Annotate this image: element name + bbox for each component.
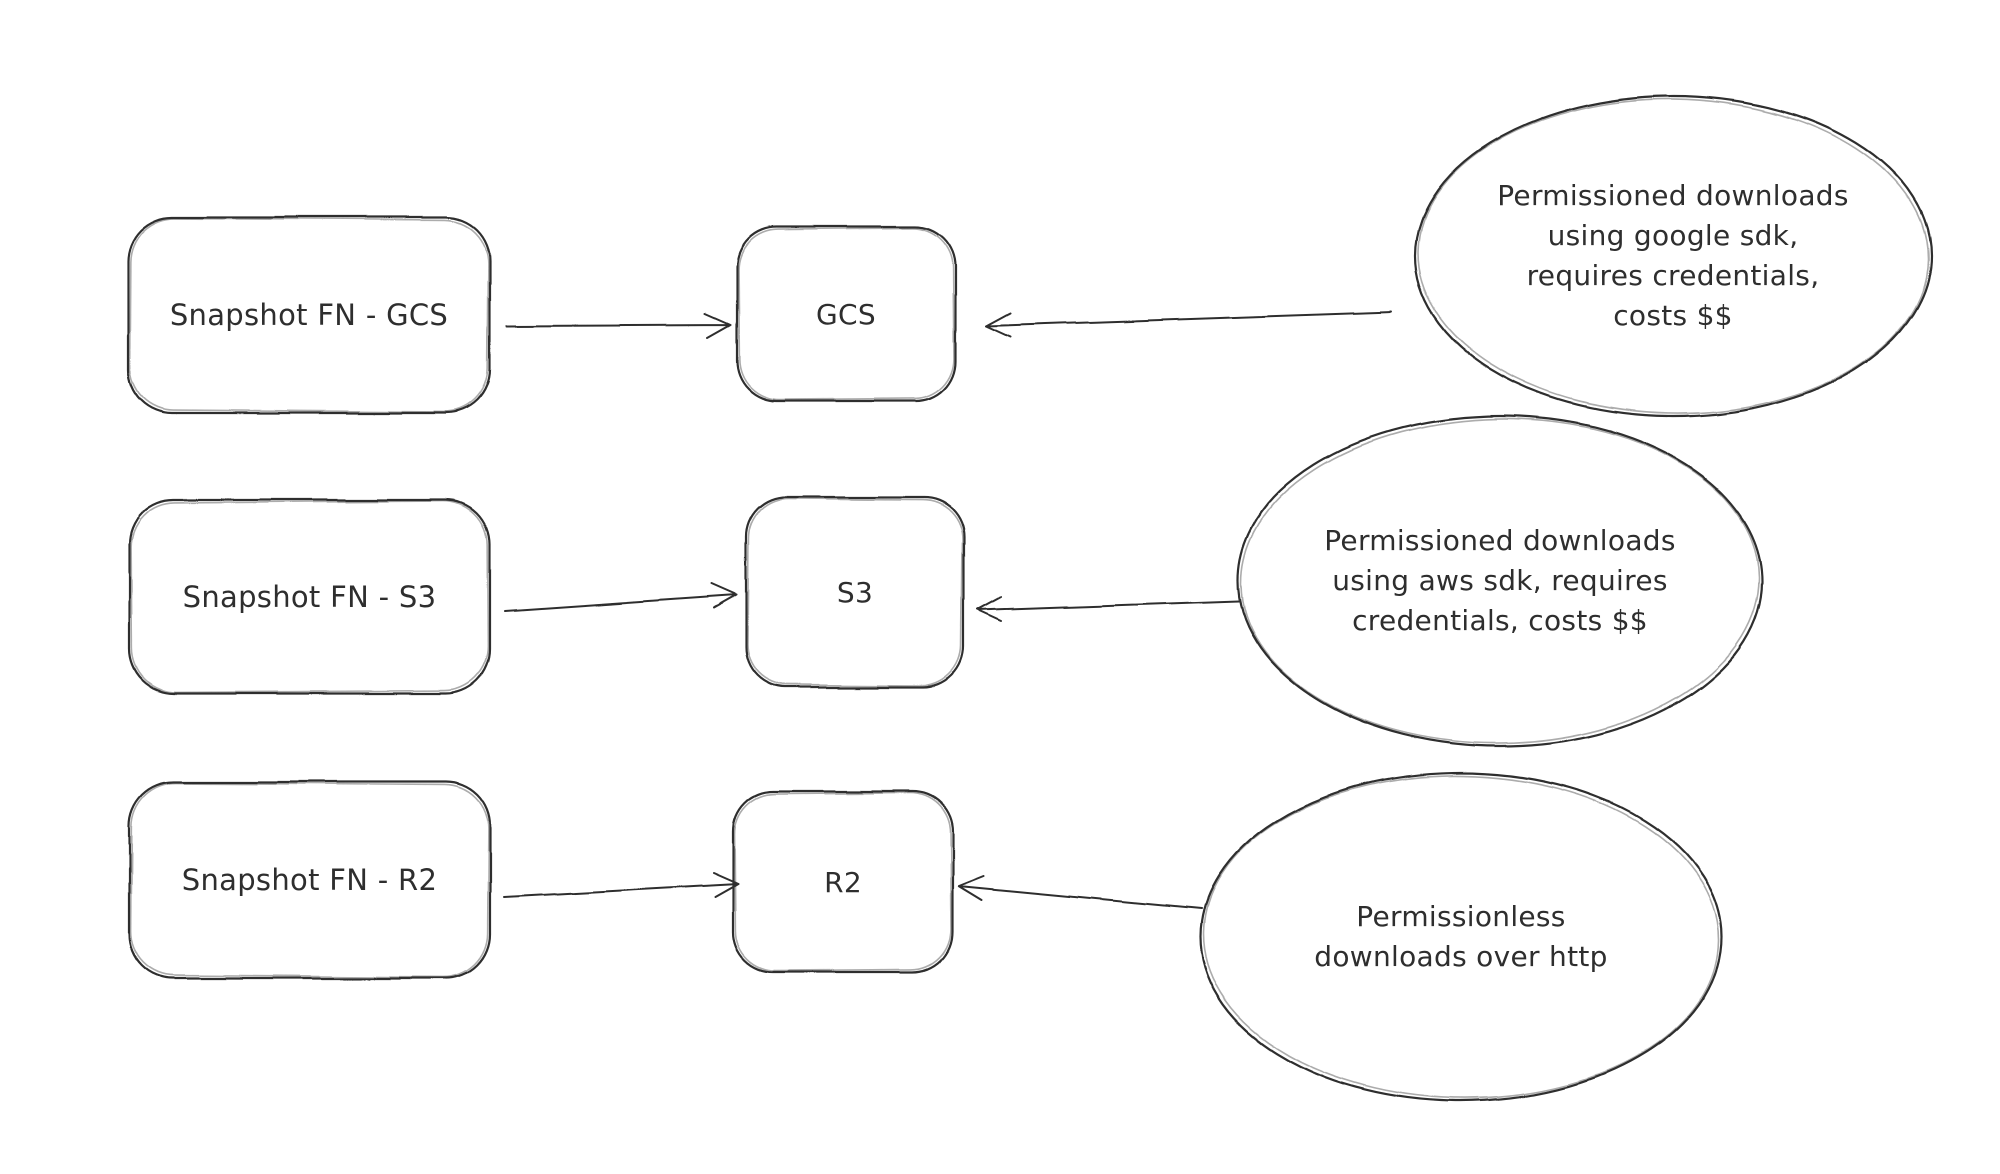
source-box-r2-label: Snapshot FN - R2 xyxy=(181,863,438,897)
arrow-note-s3-to-s3 xyxy=(977,596,1240,622)
note-r2-text: Permissionless downloads over http xyxy=(1241,773,1681,1101)
note-ellipse-r2-sketch-line xyxy=(1202,775,1720,1099)
source-box-r2 xyxy=(127,780,492,980)
note-s3-line: credentials, costs $$ xyxy=(1352,604,1648,637)
note-r2-line: downloads over http xyxy=(1314,940,1608,973)
note-s3-line: Permissioned downloads xyxy=(1324,524,1676,557)
note-r2-line: Permissionless xyxy=(1356,900,1566,933)
note-ellipse-r2 xyxy=(1198,771,1724,1103)
note-gcs-text: Permissioned downloads using google sdk,… xyxy=(1453,96,1893,416)
source-box-gcs-label: Snapshot FN - GCS xyxy=(169,298,449,332)
target-box-gcs-label: GCS xyxy=(816,297,876,331)
note-ellipse-gcs xyxy=(1413,94,1933,418)
source-box-s3-sketch-line xyxy=(129,500,490,693)
note-gcs-line: requires credentials, xyxy=(1526,259,1820,292)
target-box-s3-label: S3 xyxy=(836,575,874,609)
target-box-gcs-sketch-line xyxy=(737,227,955,401)
arrow-note-gcs-to-gcs xyxy=(985,311,1393,338)
target-box-r2-label: R2 xyxy=(824,865,862,899)
arrow-snapshot-s3-to-s3 xyxy=(504,583,737,612)
note-s3-text: Permissioned downloads using aws sdk, re… xyxy=(1280,416,1720,746)
note-gcs-line: Permissioned downloads xyxy=(1497,179,1849,212)
arrow-snapshot-gcs-to-gcs xyxy=(505,313,732,339)
arrow-snapshot-r2-to-r2 xyxy=(503,872,739,898)
note-ellipse-gcs-sketch-line xyxy=(1417,98,1929,414)
arrow-note-r2-to-r2 xyxy=(958,875,1202,910)
note-gcs-line: costs $$ xyxy=(1613,299,1733,332)
note-ellipse-s3 xyxy=(1236,414,1764,748)
note-gcs-line: using google sdk, xyxy=(1547,219,1799,252)
target-box-s3-sketch-line xyxy=(746,497,964,687)
source-box-s3-label: Snapshot FN - S3 xyxy=(182,579,437,614)
source-box-gcs xyxy=(126,215,492,415)
note-s3-line: using aws sdk, requires xyxy=(1332,564,1668,597)
source-box-gcs-sketch-line xyxy=(128,217,490,413)
source-box-s3 xyxy=(127,498,492,695)
target-box-s3 xyxy=(744,495,966,689)
target-box-gcs xyxy=(735,225,957,403)
source-box-r2-sketch-line xyxy=(129,782,490,978)
note-ellipse-s3-sketch-line xyxy=(1240,418,1760,744)
